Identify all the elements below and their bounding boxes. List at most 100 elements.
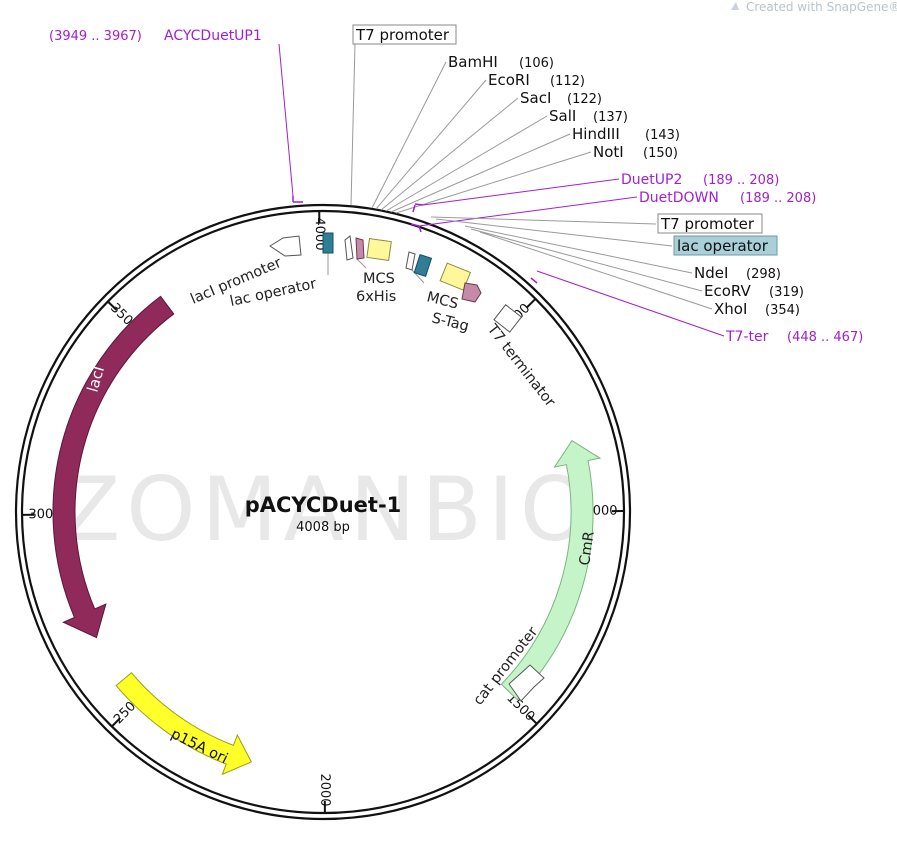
site-label-t7-promoter-2[interactable]: T7 promoter (657, 213, 763, 234)
leader-line (395, 151, 592, 214)
primer-range: (448 .. 467) (787, 330, 863, 345)
plasmid-size: 4008 bp (296, 520, 350, 535)
primer-name: ACYCDuetUP1 (164, 28, 262, 44)
site-name: XhoI (714, 300, 747, 318)
site-name: NotI (593, 143, 624, 161)
site-name: NdeI (694, 264, 728, 282)
leader-line (375, 79, 487, 210)
label-box (673, 235, 778, 256)
leader-line (390, 133, 571, 213)
leader-line (385, 115, 548, 212)
leader-line (435, 218, 673, 247)
label-box (657, 213, 763, 234)
site-position: (298) (746, 267, 781, 282)
site-name: BamHI (448, 53, 498, 71)
leader-line (464, 225, 693, 274)
label-box (352, 24, 457, 45)
primer-name: DuetUP2 (621, 172, 682, 188)
site-label-ndei[interactable]: NdeI (298) (694, 264, 781, 282)
acycduetup1-primer-mark (292, 196, 303, 203)
site-label-lac-operator[interactable]: lac operator (673, 235, 778, 256)
primer-name: T7-ter (725, 329, 769, 345)
his-tag-arrow[interactable] (355, 237, 365, 260)
leader-line (430, 216, 657, 225)
duetup2-primer-mark (412, 203, 424, 213)
t7-promoter-marker-1[interactable] (344, 235, 354, 261)
mcs-2-label: MCS (425, 289, 460, 312)
primer-label-t7-ter[interactable]: T7-ter (448 .. 467) (725, 329, 863, 345)
site-position: (143) (645, 128, 680, 143)
site-label-saci[interactable]: SacI (122) (520, 89, 602, 107)
site-label-sali[interactable]: SalI (137) (549, 107, 628, 125)
site-label-ecorv[interactable]: EcoRV (319) (704, 282, 804, 300)
t7-promoter-marker-2[interactable] (405, 251, 416, 271)
snapgene-logo-icon (731, 2, 739, 10)
cat-promoter-arrow[interactable] (508, 664, 545, 702)
mcs-2-box[interactable] (439, 262, 472, 291)
duetdown-primer-mark (410, 223, 422, 233)
s-tag-arrow[interactable] (461, 282, 482, 303)
site-position: (150) (643, 146, 678, 161)
leader-lines (278, 43, 725, 337)
site-position: (354) (765, 303, 800, 318)
site-label-xhoi[interactable]: XhoI (354) (714, 300, 800, 318)
p15a-ori-feature-arrow[interactable] (115, 671, 253, 776)
leader-line (470, 228, 703, 292)
primer-label-duetdown[interactable]: DuetDOWN (189 .. 208) (639, 190, 816, 206)
site-name: HindIII (572, 125, 620, 143)
leader-line (536, 270, 725, 337)
primer-name: DuetDOWN (639, 190, 719, 206)
lac-operator-box-2[interactable] (413, 253, 433, 277)
mcs-1-box[interactable] (366, 238, 392, 262)
site-name: SalI (549, 107, 576, 125)
primer-label-acycduetup1[interactable]: (3949 .. 3967) ACYCDuetUP1 (49, 28, 262, 44)
leader-line (278, 43, 294, 197)
laci-feature-arrow[interactable] (52, 295, 175, 639)
site-label-bamhi[interactable]: BamHI (106) (448, 53, 554, 71)
leader-line (350, 43, 356, 206)
site-label-hindiii[interactable]: HindIII (143) (572, 125, 680, 143)
scale-tick-label: 2000 (317, 773, 332, 806)
t7-terminator-label: T7 terminator (483, 321, 558, 410)
backbone-outer-ring (14, 203, 632, 821)
scale-tick-2500 (111, 717, 121, 728)
site-position: (137) (593, 110, 628, 125)
scale-tick-3500 (107, 300, 118, 311)
lac-operator-box[interactable] (322, 232, 334, 254)
site-label-t7-promoter-1[interactable]: T7 promoter (352, 24, 457, 45)
snapgene-brand: Created with SnapGene® (731, 0, 897, 14)
primer-label-duetup2[interactable]: DuetUP2 (189 .. 208) (621, 172, 779, 188)
scale-tick-500 (526, 298, 537, 309)
leader-line (380, 97, 519, 211)
t7-terminator-box[interactable] (493, 304, 523, 333)
site-label-noti[interactable]: NotI (150) (593, 143, 678, 161)
mcs-1-label: MCS (363, 271, 395, 287)
s-tag-label: S-Tag (430, 310, 470, 335)
primer-range: (189 .. 208) (740, 191, 816, 206)
cmr-feature-arrow[interactable] (500, 439, 602, 701)
site-name: SacI (520, 89, 551, 107)
site-position: (319) (769, 285, 804, 300)
site-name: EcoRV (704, 282, 752, 300)
primer-range: (189 .. 208) (703, 173, 779, 188)
primer-range: (3949 .. 3967) (49, 29, 142, 44)
t7-ter-primer-mark (530, 277, 538, 284)
laci-promoter-arrow[interactable] (269, 235, 302, 257)
leader-line (479, 231, 713, 310)
cmr-label: CmR (577, 530, 598, 566)
plasmid-name: pACYCDuet-1 (245, 493, 402, 517)
site-name: EcoRI (488, 71, 530, 89)
brand-text: Created with SnapGene® (746, 0, 897, 14)
his-tag-label: 6xHis (356, 289, 396, 305)
site-label-ecori[interactable]: EcoRI (112) (488, 71, 585, 89)
site-name: T7 promoter (355, 26, 450, 44)
leader-line (371, 61, 447, 209)
watermark: ZOMANBIO (60, 458, 595, 561)
leader-line (422, 178, 620, 206)
site-position: (122) (567, 92, 602, 107)
site-name: T7 promoter (660, 215, 755, 233)
site-position: (112) (550, 74, 585, 89)
site-name: lac operator (677, 237, 769, 255)
leader-line (356, 258, 367, 269)
